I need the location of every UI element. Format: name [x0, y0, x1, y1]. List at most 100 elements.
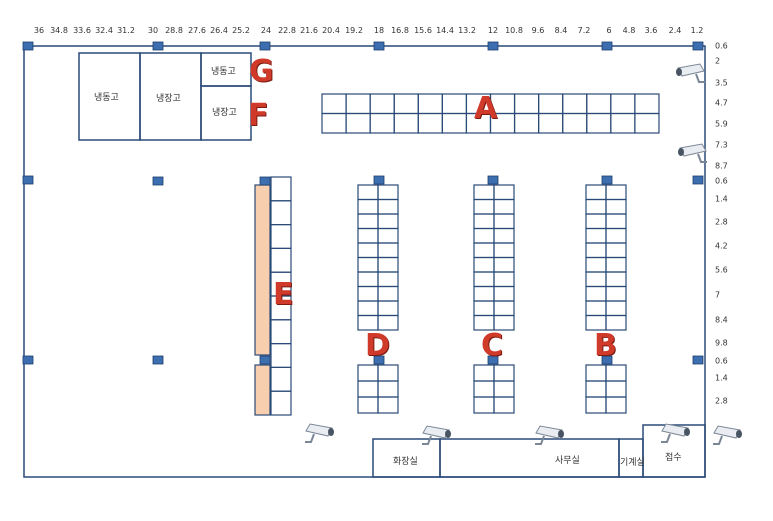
column-marker-icon — [601, 355, 613, 365]
top-scale-tick: 18 — [373, 26, 385, 35]
rack-cell — [605, 271, 627, 288]
right-scale-tick: 8.7 — [715, 161, 728, 171]
rack-cell — [357, 184, 379, 201]
cameras — [305, 63, 742, 445]
rack-e-highlight-lower — [254, 364, 271, 416]
rack-cell — [377, 256, 399, 273]
rack-cell — [270, 247, 292, 273]
right-scale-tick: 5.6 — [715, 265, 728, 275]
rack-cell — [357, 285, 379, 302]
rack-cell — [473, 198, 495, 215]
right-scale-tick: 8.4 — [715, 315, 728, 325]
rack-cell — [473, 256, 495, 273]
reception-label: 접수 — [665, 453, 682, 463]
rack-cell — [441, 93, 468, 115]
rack-cell — [634, 112, 660, 134]
right-scale-tick: 9.8 — [715, 338, 728, 348]
racks — [254, 93, 660, 416]
rack-d-lower — [357, 364, 399, 414]
rack-cell — [585, 396, 607, 414]
rack-cell — [605, 184, 627, 201]
top-scale-tick: 30 — [147, 26, 159, 35]
rack-cell — [357, 256, 379, 273]
rack-cell — [393, 93, 419, 115]
top-scale-tick: 10.8 — [505, 26, 523, 35]
rack-cell — [585, 242, 607, 259]
column-marker-icon — [22, 175, 34, 185]
rack-cell — [493, 256, 515, 273]
rack-cell — [605, 300, 627, 317]
rack-cell — [357, 380, 379, 398]
column-marker-icon — [373, 355, 385, 365]
cold-storage-block — [78, 52, 252, 141]
column-marker-icon — [259, 176, 271, 186]
top-scale-tick: 16.8 — [391, 26, 409, 35]
cctv-camera-icon — [661, 423, 690, 443]
rack-cell — [357, 271, 379, 288]
rack-cell — [493, 285, 515, 302]
rack-cell — [493, 380, 515, 398]
zone-label-g: G — [249, 54, 274, 89]
cctv-camera-icon — [305, 423, 334, 443]
rack-cell — [562, 112, 588, 134]
rack-cell — [270, 343, 292, 369]
rack-cell — [493, 213, 515, 230]
top-scale-tick: 3.6 — [644, 26, 658, 35]
rack-cell — [377, 242, 399, 259]
rack-cell — [538, 93, 564, 115]
top-scale-tick: 36 — [33, 26, 45, 35]
rack-cell — [605, 364, 627, 382]
column-marker-icon — [152, 355, 164, 365]
right-scale-tick: 5.9 — [715, 119, 728, 129]
fridge-label: 냉장고 — [156, 94, 181, 104]
rack-cell — [585, 300, 607, 317]
rack-b-lower — [585, 364, 627, 414]
top-scale-tick: 6 — [606, 26, 612, 35]
top-scale-tick: 8.4 — [554, 26, 568, 35]
top-scale-tick: 31.2 — [117, 26, 135, 35]
right-scale-tick: 4.2 — [715, 241, 728, 251]
rack-cell — [493, 271, 515, 288]
rack-cell — [493, 314, 515, 331]
rack-cell — [473, 380, 495, 398]
rack-cell — [393, 112, 419, 134]
zone-label-c: C — [481, 328, 504, 363]
top-scale-tick: 2.4 — [668, 26, 682, 35]
right-scale-tick: 2.8 — [715, 396, 728, 406]
rack-cell — [473, 364, 495, 382]
cctv-camera-icon — [713, 425, 742, 445]
rack-cell — [605, 213, 627, 230]
right-scale-tick: 0.6 — [715, 41, 728, 51]
cctv-camera-icon — [678, 143, 707, 163]
rack-c-lower — [473, 364, 515, 414]
column-marker-icon — [22, 41, 34, 51]
cctv-camera-icon — [535, 425, 564, 445]
rack-cell — [493, 364, 515, 382]
rack-e — [270, 176, 292, 416]
zone-label-b: B — [594, 328, 617, 363]
rack-cell — [634, 93, 660, 115]
top-scale-tick: 12 — [487, 26, 499, 35]
rack-cell — [493, 227, 515, 244]
top-scale-tick: 27.6 — [188, 26, 206, 35]
small-fridge-room — [200, 85, 252, 141]
top-scale-tick: 7.2 — [577, 26, 591, 35]
rack-cell — [357, 364, 379, 382]
top-scale-tick: 19.2 — [345, 26, 363, 35]
top-scale-tick: 9.6 — [531, 26, 545, 35]
top-scale-tick: 4.8 — [622, 26, 636, 35]
rack-cell — [585, 285, 607, 302]
rack-cell — [417, 93, 443, 115]
right-scale-tick: 7 — [715, 290, 721, 300]
rack-cell — [473, 285, 495, 302]
rack-cell — [586, 112, 612, 134]
rack-cell — [357, 213, 379, 230]
rack-cell — [513, 112, 540, 134]
rack-cell — [441, 112, 468, 134]
column-marker-icon — [373, 41, 385, 51]
right-scale-tick: 2 — [715, 56, 721, 66]
column-marker-icon — [259, 41, 271, 51]
column-marker-icon — [692, 355, 704, 365]
rack-cell — [270, 200, 292, 226]
